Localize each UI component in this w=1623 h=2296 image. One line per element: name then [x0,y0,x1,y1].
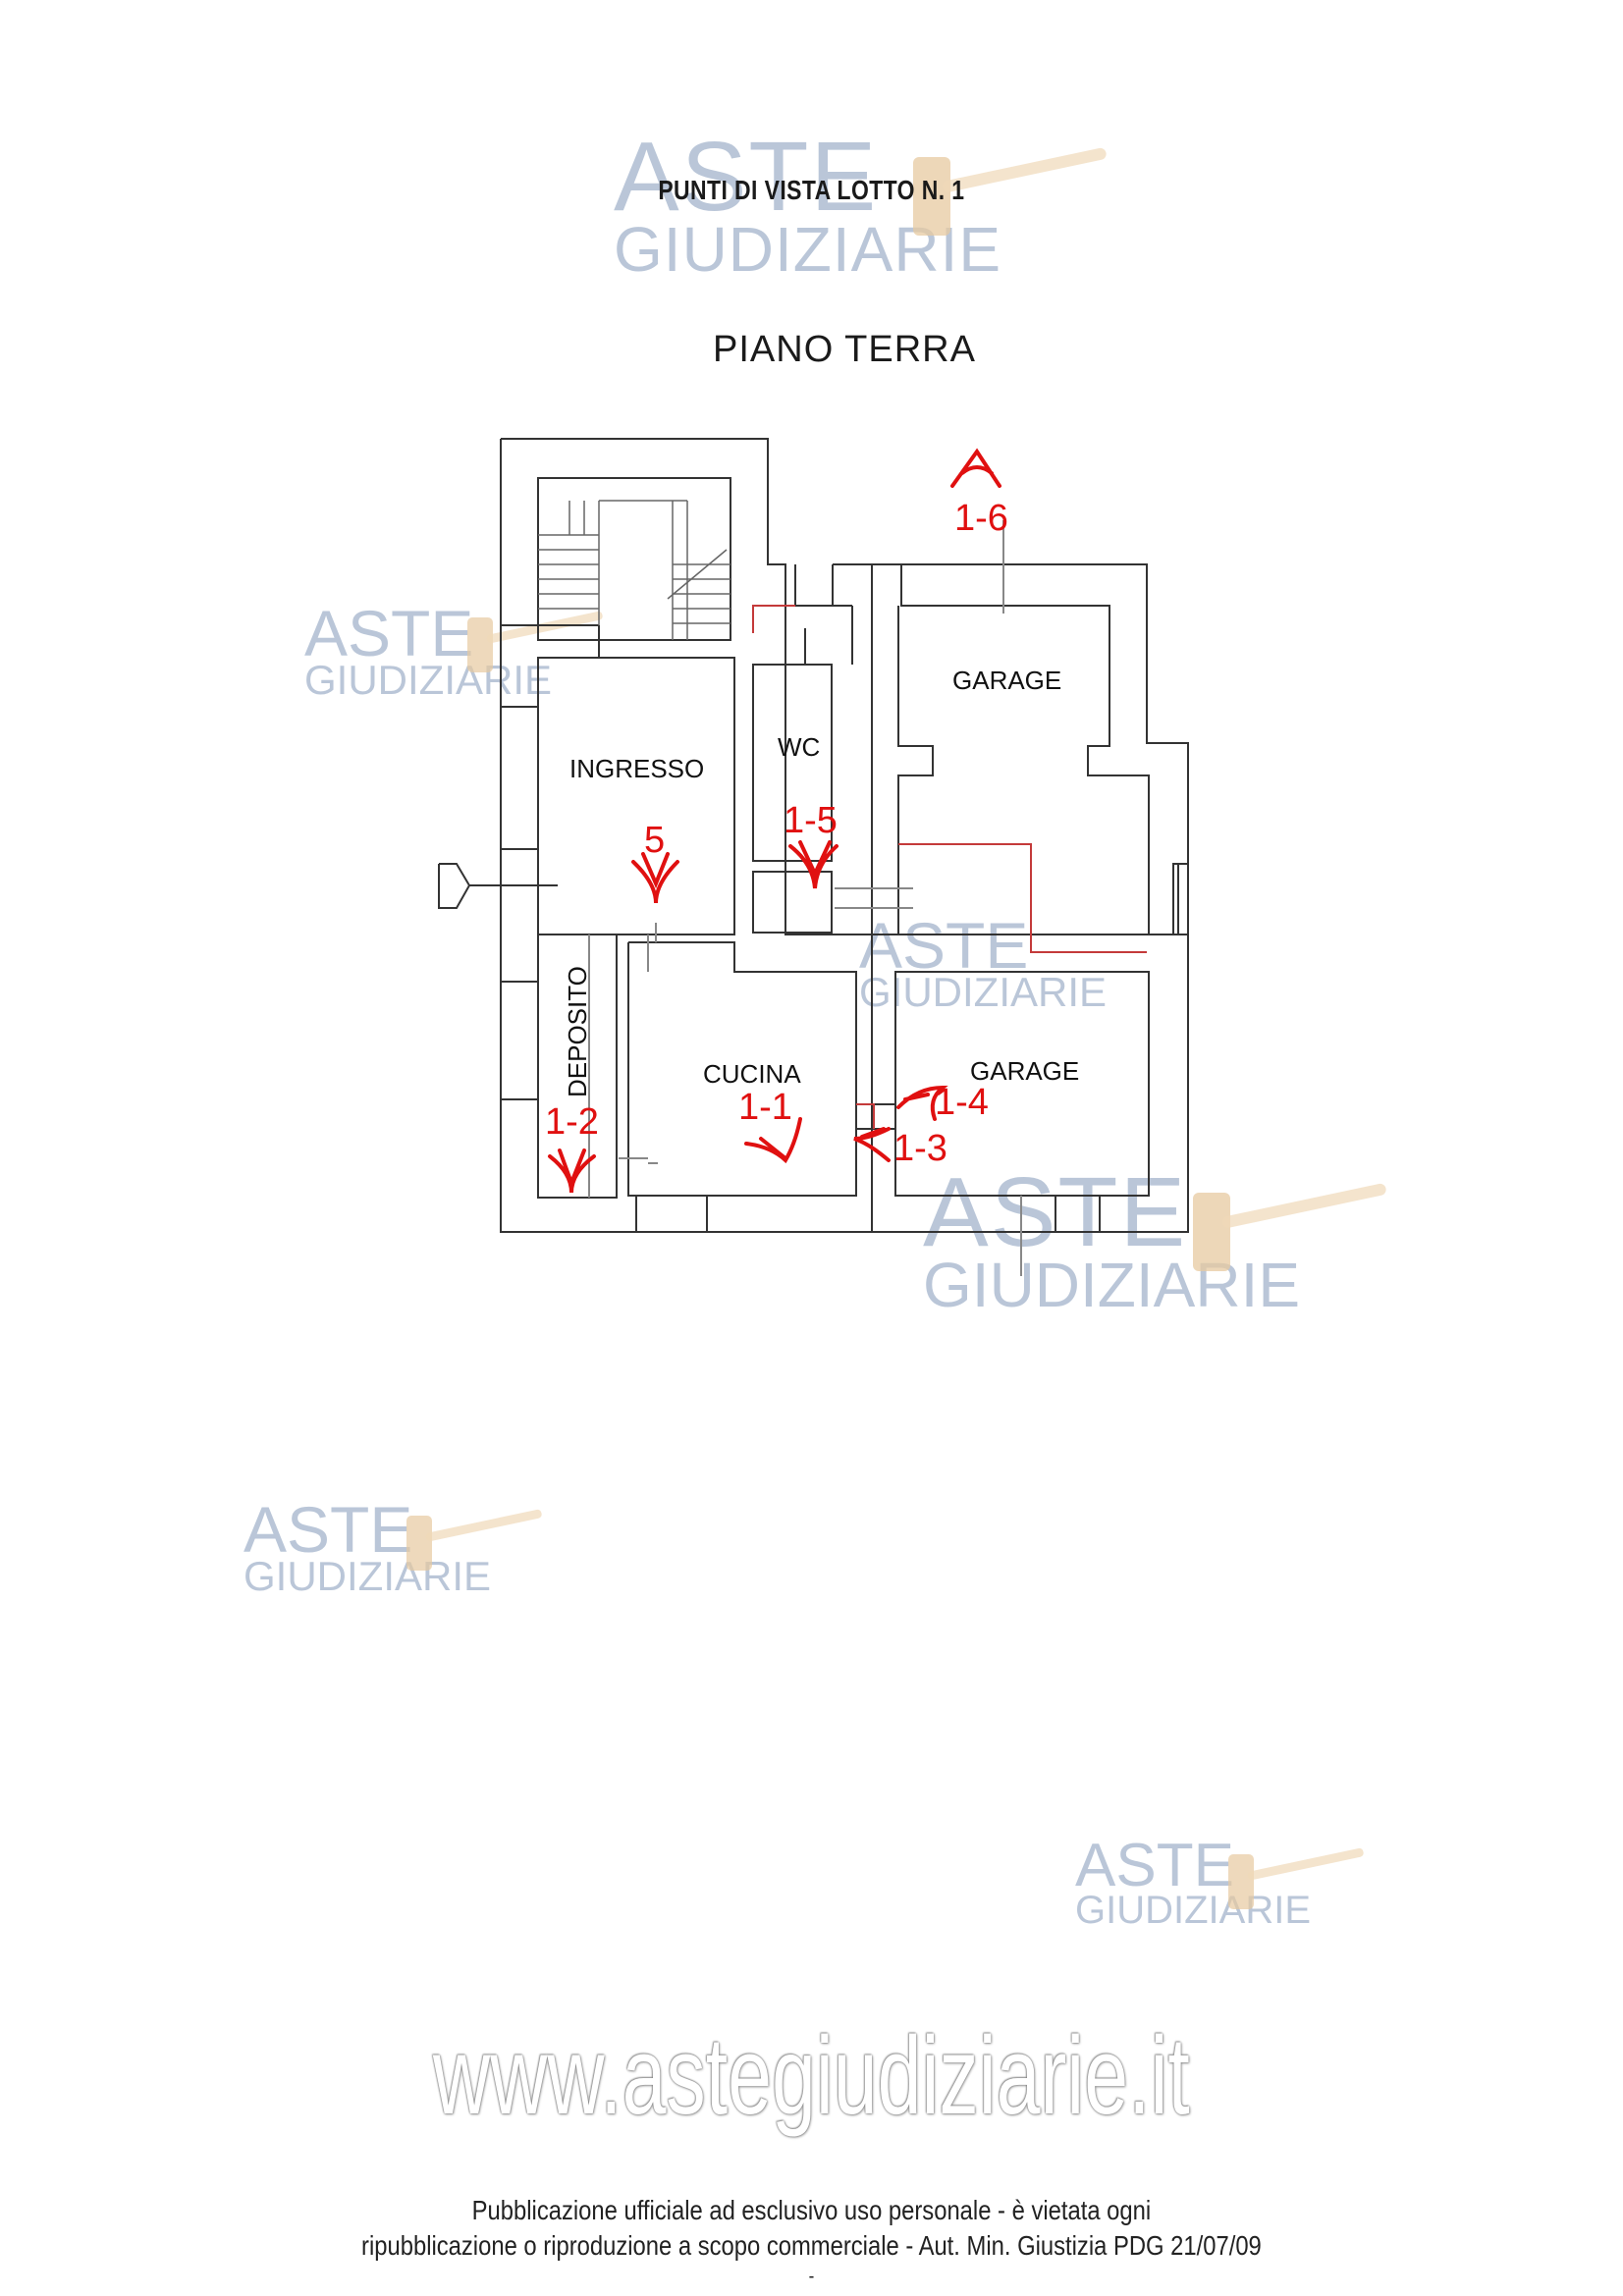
viewpoint-1-3: 1-3 [893,1128,947,1169]
viewpoint-1-1: 1-1 [738,1087,792,1128]
watermark-brand-bottom: GIUDIZIARIE [923,1250,1301,1320]
gavel-icon [913,147,1107,236]
watermark-brand-bottom: GIUDIZIARIE [304,657,553,703]
watermark-brand-top: ASTE [1075,1832,1234,1899]
viewpoint-5-mark [631,852,679,904]
garage-top-room [872,563,1150,935]
footer-line-2: ripubblicazione o riproduzione a scopo c… [361,2230,1262,2261]
cucina-room [627,941,857,1197]
viewpoint-5: 5 [644,820,665,861]
gavel-icon [1228,1847,1364,1909]
viewpoint-1-6: 1-6 [954,498,1008,539]
watermark-left: ASTE GIUDIZIARIE [304,601,552,701]
entrance-arrow [438,863,471,909]
viewpoint-1-4-mark [896,1085,948,1121]
watermark-mid-left: ASTE GIUDIZIARIE [243,1497,491,1597]
viewpoint-markers [548,448,1001,1194]
highlight-lines [752,605,1147,1129]
stairs [538,500,730,640]
page-title: PUNTI DI VISTA LOTTO N. 1 [658,175,965,205]
label-cucina: CUCINA [703,1059,801,1089]
viewpoint-1-2-mark [548,1148,596,1194]
gavel-icon [467,611,603,672]
wc-room [752,664,833,862]
watermark-brand-bottom: GIUDIZIARIE [859,969,1108,1015]
deposito-room [537,934,618,1199]
floor-title: PIANO TERRA [713,329,976,370]
wall-outline-left [500,438,873,1233]
watermark-brand-top: ASTE [614,122,879,232]
footer-line-3: - [808,2266,815,2287]
watermark-brand-top: ASTE [859,909,1029,982]
label-wc: WC [778,732,820,762]
ingresso-room [537,657,735,935]
watermark-brand-top: ASTE [243,1493,413,1566]
label-garage-top: GARAGE [952,666,1061,695]
stairwell [537,477,731,641]
viewpoint-1-4: 1-4 [935,1082,989,1123]
room-labels: INGRESSO WC GARAGE GARAGE CUCINA DEPOSIT… [563,666,1079,1097]
watermark-brand-top: ASTE [304,597,474,669]
viewpoint-1-2: 1-2 [545,1101,599,1143]
viewpoint-1-5: 1-5 [784,800,838,841]
viewpoint-labels: 1-6 5 1-5 1-2 1-1 1-4 1-3 [545,498,1008,1169]
watermark-low-right: ASTE GIUDIZIARIE [1075,1832,1312,1932]
watermark-brand-bottom: GIUDIZIARIE [1075,1889,1312,1932]
gavel-icon [406,1509,542,1571]
watermark-brand-bottom: GIUDIZIARIE [243,1553,492,1599]
label-garage-bottom: GARAGE [970,1056,1079,1086]
viewpoint-1-1-mark [744,1117,802,1164]
floor-plan: INGRESSO WC GARAGE GARAGE CUCINA DEPOSIT… [438,438,1189,1276]
viewpoint-1-3-mark [853,1127,891,1162]
watermark-brand-top: ASTE [923,1157,1188,1267]
viewpoint-1-5-mark [788,840,839,889]
plan-walls [438,438,1189,1276]
gavel-icon [1193,1183,1386,1271]
label-deposito: DEPOSITO [563,966,592,1097]
label-ingresso: INGRESSO [569,754,704,783]
watermark-bottom-right: ASTE GIUDIZIARIE [923,1163,1300,1316]
viewpoint-1-6-mark [950,448,1001,488]
watermark-url: www.astegiudiziarie.it [432,2014,1190,2137]
watermark-center: ASTE GIUDIZIARIE [859,913,1107,1013]
footer-line-1: Pubblicazione ufficiale ad esclusivo uso… [471,2195,1152,2225]
